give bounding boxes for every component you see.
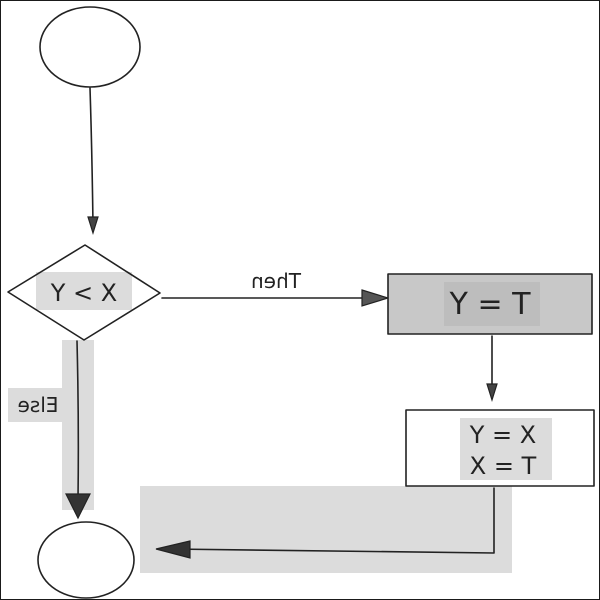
else-label: Else [18, 393, 59, 417]
arrow-head-down-else [65, 493, 91, 520]
assign-t-label: T = Y [449, 287, 532, 322]
arrow-else [76, 340, 80, 501]
return-path-highlight [140, 486, 512, 573]
arrow-start-to-decision [89, 87, 94, 226]
arrow-swap-to-end [169, 487, 495, 554]
then-label: Then [251, 269, 302, 293]
start-node [39, 6, 141, 88]
arrow-head-down-2 [486, 383, 498, 403]
assign-t-text-highlight [444, 282, 540, 326]
else-label-highlight [8, 388, 70, 422]
arrow-head-down-1 [87, 216, 99, 236]
decision-node [7, 244, 161, 341]
swap-node [405, 409, 595, 487]
swap-text-highlight [460, 418, 552, 480]
decision-label: X > Y [50, 279, 117, 307]
decision-text-highlight [36, 272, 132, 310]
arrow-head-left-return [155, 540, 191, 559]
swap-line-2: T = X [470, 452, 537, 480]
end-node [37, 521, 135, 599]
swap-line-1: X = Y [469, 421, 536, 449]
arrow-head-right-then [361, 289, 391, 307]
